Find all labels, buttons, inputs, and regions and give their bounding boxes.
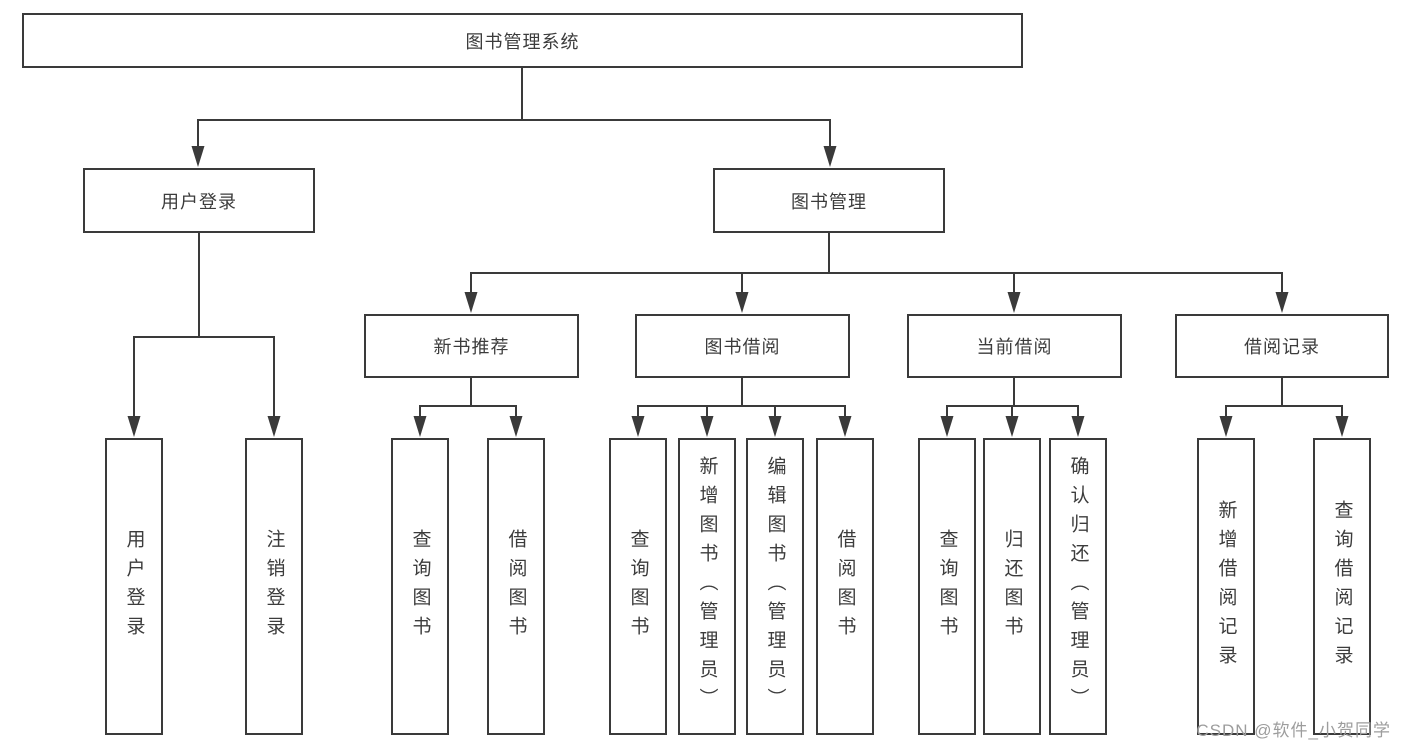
connector-lines [133,68,1343,424]
leaf-query-book-recommend: 查询图书 [391,438,449,735]
arrow-down-icon [631,416,645,437]
node-book-management: 图书管理 [713,168,945,233]
arrow-down-icon [823,146,837,167]
arrow-down-icon [1219,416,1233,437]
arrow-down-icon [700,416,714,437]
node-book-borrow: 图书借阅 [635,314,850,378]
node-borrow-record: 借阅记录 [1175,314,1389,378]
arrow-down-icon [735,292,749,313]
arrow-down-icon [464,292,478,313]
leaf-borrow-book-recommend: 借阅图书 [487,438,545,735]
node-library-management-system: 图书管理系统 [22,13,1023,68]
arrow-down-icon [1007,292,1021,313]
arrow-down-icon [509,416,523,437]
arrow-down-icon [940,416,954,437]
leaf-confirm-return-admin: 确认归还（管理员） [1049,438,1107,735]
node-current-borrow: 当前借阅 [907,314,1122,378]
arrowhead-icons [127,146,1349,437]
arrow-down-icon [768,416,782,437]
node-new-book-recommend: 新书推荐 [364,314,579,378]
leaf-user-login: 用户登录 [105,438,163,735]
arrow-down-icon [191,146,205,167]
node-user-login: 用户登录 [83,168,315,233]
leaf-add-borrow-record: 新增借阅记录 [1197,438,1255,735]
connector-newbook-to-leaves [419,378,517,424]
leaf-logout: 注销登录 [245,438,303,735]
leaf-query-book-borrow: 查询图书 [609,438,667,735]
arrow-down-icon [267,416,281,437]
arrow-down-icon [1071,416,1085,437]
connector-borrow-to-leaves [637,378,846,424]
arrow-down-icon [413,416,427,437]
arrow-down-icon [1275,292,1289,313]
arrow-down-icon [127,416,141,437]
leaf-edit-book-admin: 编辑图书（管理员） [746,438,804,735]
arrow-down-icon [1335,416,1349,437]
connector-bookmgmt-to-level3 [470,233,1283,296]
connector-userlogin-to-leaves [133,233,275,424]
connector-root-to-level2 [197,68,831,150]
arrow-down-icon [1005,416,1019,437]
connector-current-to-leaves [946,378,1079,424]
leaf-borrow-book: 借阅图书 [816,438,874,735]
connector-record-to-leaves [1225,378,1343,424]
leaf-query-borrow-record: 查询借阅记录 [1313,438,1371,735]
csdn-watermark: CSDN @软件_小贺同学 [1196,721,1391,740]
leaf-add-book-admin: 新增图书（管理员） [678,438,736,735]
arrow-down-icon [838,416,852,437]
leaf-return-book: 归还图书 [983,438,1041,735]
leaf-query-book-current: 查询图书 [918,438,976,735]
